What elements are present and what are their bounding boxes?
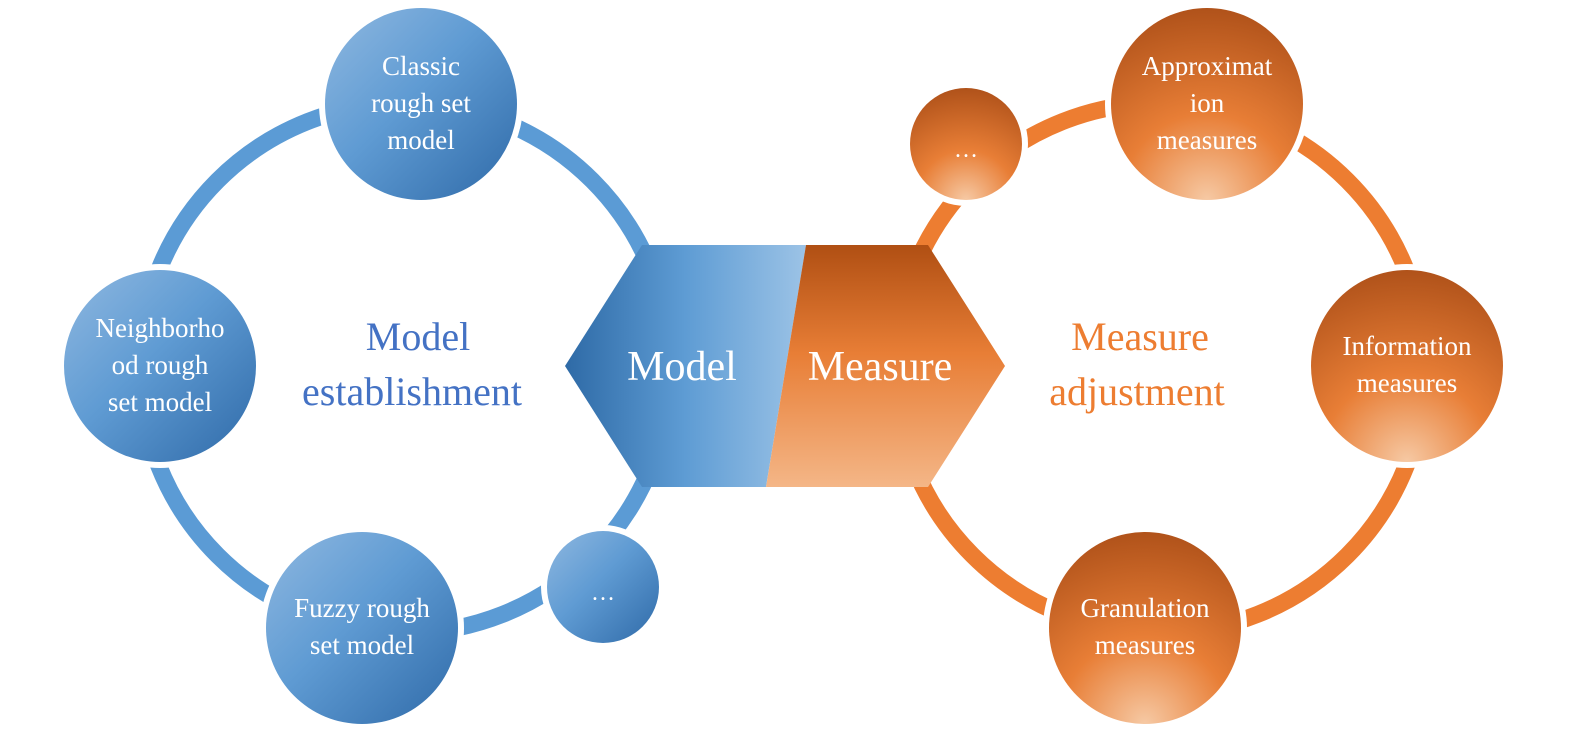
node-text: Classic bbox=[382, 51, 460, 81]
node-granulation-measures: Granulation measures bbox=[1043, 526, 1247, 730]
node-text: Fuzzy rough bbox=[294, 593, 430, 623]
node-information-measures: Information measures bbox=[1305, 264, 1509, 468]
node-classic-rough-set-model: Classic rough set model bbox=[319, 2, 523, 206]
right-title-line-1: Measure bbox=[1071, 314, 1209, 359]
node-text: Approximat bbox=[1142, 51, 1273, 81]
node-text: Neighborho bbox=[96, 313, 225, 343]
node-right-ellipsis: … bbox=[904, 82, 1028, 206]
node-text: set model bbox=[310, 630, 414, 660]
node-text: model bbox=[387, 125, 455, 155]
node-text: rough set bbox=[371, 88, 471, 118]
node-approximation-measures: Approximat ion measures bbox=[1105, 2, 1309, 206]
hexagon-left-half bbox=[565, 245, 806, 487]
left-title-line-1: Model bbox=[366, 314, 470, 359]
node-left-ellipsis: … bbox=[541, 525, 665, 649]
node-text: Granulation bbox=[1081, 593, 1210, 623]
ellipsis-icon: … bbox=[954, 137, 978, 163]
central-hexagon: Model Measure bbox=[565, 245, 1005, 487]
node-text: ion bbox=[1190, 88, 1225, 118]
node-text: measures bbox=[1095, 630, 1195, 660]
node-text: set model bbox=[108, 387, 212, 417]
node-text: Information bbox=[1343, 331, 1472, 361]
left-title-line-2: establishment bbox=[302, 369, 522, 414]
node-neighborhood-rough-set-model: Neighborho od rough set model bbox=[58, 264, 262, 468]
node-text: od rough bbox=[112, 350, 209, 380]
right-title-line-2: adjustment bbox=[1049, 369, 1225, 414]
node-text: measures bbox=[1157, 125, 1257, 155]
ellipsis-icon: … bbox=[591, 580, 615, 606]
node-text: measures bbox=[1357, 368, 1457, 398]
node-fuzzy-rough-set-model: Fuzzy rough set model bbox=[260, 526, 464, 730]
hexagon-right-half bbox=[766, 245, 1005, 487]
hexagon-label-model: Model bbox=[627, 344, 737, 390]
hexagon-label-measure: Measure bbox=[808, 344, 953, 390]
